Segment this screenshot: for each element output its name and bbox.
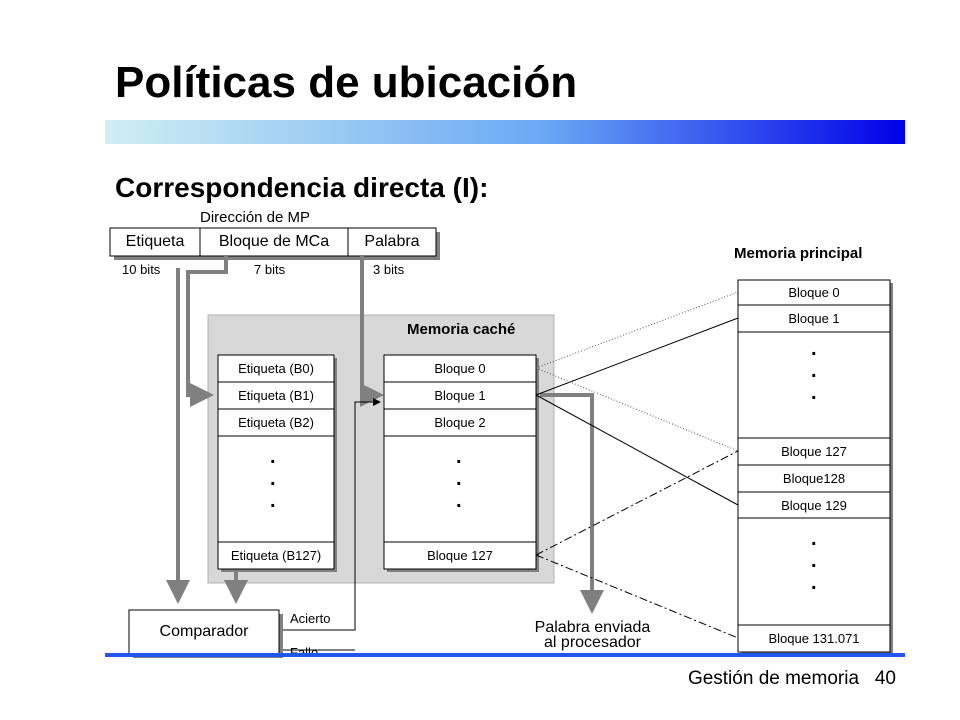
cache-block-column (383, 354, 539, 572)
main-memory-block-0: Bloque 0 (788, 285, 840, 300)
main-memory-block-129: Bloque 129 (781, 498, 847, 513)
address-bits-word: 3 bits (373, 262, 405, 277)
cache-tag-2: Etiqueta (B2) (238, 415, 314, 430)
gray-data-paths (166, 256, 604, 614)
address-field-word: Palabra (364, 233, 420, 250)
address-bits-tag: 10 bits (122, 262, 161, 277)
cache-label: Memoria caché (407, 321, 516, 338)
slide-subtitle: Correspondencia directa (I): (115, 172, 489, 203)
footer-rule (105, 653, 905, 657)
address-field-tag: Etiqueta (125, 233, 185, 250)
cache-tag-0: Etiqueta (B0) (238, 361, 314, 376)
cache-block-ellipsis: ... (456, 446, 462, 512)
cache-tag-127: Etiqueta (B127) (230, 548, 322, 563)
cache-block-2: Bloque 2 (434, 415, 486, 430)
main-memory-label: Memoria principal (734, 245, 863, 262)
main-memory-block-128: Bloque128 (782, 471, 846, 486)
output-label-line2: al procesador (544, 634, 641, 651)
mapping-lines (535, 291, 739, 639)
main-memory-ellipsis-2: ... (811, 528, 817, 594)
cache-tag-1: Etiqueta (B1) (238, 388, 314, 403)
address-bits-block: 7 bits (254, 262, 286, 277)
cache-tag-ellipsis: ... (270, 446, 276, 512)
comparator-box (128, 609, 283, 658)
main-memory-block-127: Bloque 127 (781, 444, 847, 459)
cache-block-1: Bloque 1 (434, 388, 486, 403)
footer-text: Gestión de memoria (687, 668, 860, 689)
main-memory-block-1: Bloque 1 (788, 311, 840, 326)
cache-block-0: Bloque 0 (434, 361, 486, 376)
main-memory-block-last: Bloque 131.071 (768, 631, 860, 646)
slide-footer: Gestión de memoria 40 (688, 668, 896, 690)
hit-label: Acierto (290, 611, 331, 626)
output-label-line1: Palabra enviada (534, 619, 651, 636)
main-memory-column (737, 279, 893, 655)
address-label: Dirección de MP (200, 209, 311, 226)
slide-title: Políticas de ubicación (115, 58, 578, 107)
cache-block-127: Bloque 127 (427, 548, 493, 563)
page-number: 40 (874, 668, 896, 689)
hit-miss-lines (283, 398, 381, 651)
cache-tag-column (217, 354, 337, 572)
main-memory-ellipsis-1: ... (811, 338, 817, 404)
address-register (109, 227, 440, 260)
title-gradient-bar (105, 120, 905, 144)
comparator-label: Comparador (159, 623, 249, 640)
address-field-block: Bloque de MCa (218, 233, 330, 250)
